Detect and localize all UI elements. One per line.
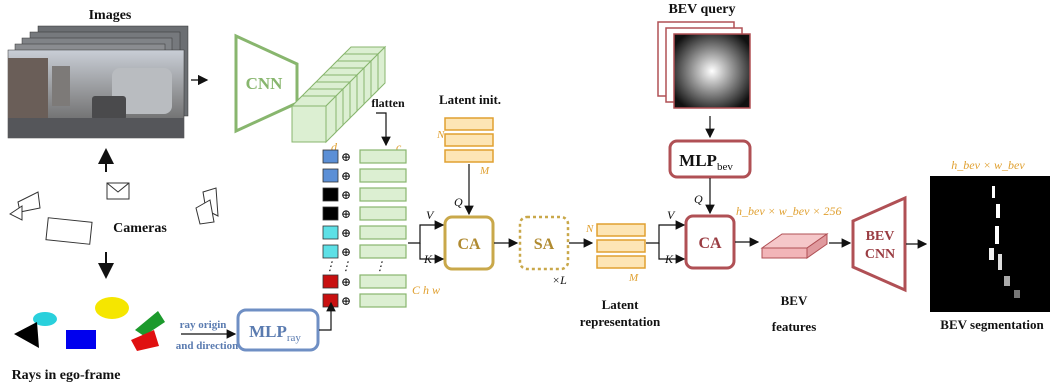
ray-token xyxy=(322,168,339,183)
token-row: ⊕ xyxy=(322,149,407,164)
mlp-bev-main: MLP xyxy=(679,151,717,170)
ray-token xyxy=(322,274,339,289)
sa-label: SA xyxy=(534,236,555,253)
mlp-bev-sub: bev xyxy=(717,161,733,173)
token-row: ⊕ xyxy=(322,187,407,202)
feature-maps xyxy=(290,45,387,144)
ca1-Q: Q xyxy=(454,195,463,209)
svg-text:MLPbev: MLPbev xyxy=(679,151,733,173)
ca2-K: K xyxy=(664,252,674,266)
bev-cnn-label-2: CNN xyxy=(865,247,895,262)
feature-token xyxy=(359,244,407,259)
ca2-Q: Q xyxy=(694,192,703,206)
token-row: ⊕ xyxy=(322,206,407,221)
latent-rep-title-1: Latent xyxy=(602,297,640,312)
oplus-symbol: ⊕ xyxy=(341,294,351,308)
bev-cnn-block: BEV CNN xyxy=(851,195,907,293)
bev-seg-dim-label: h_bev × w_bev xyxy=(951,158,1025,172)
feature-token xyxy=(359,149,407,164)
ca1-V: V xyxy=(426,208,435,222)
oplus-symbol: ⊕ xyxy=(341,245,351,259)
ca1-K: K xyxy=(423,252,433,266)
token-row: ⊕ xyxy=(322,244,407,259)
latent-init-N: N xyxy=(436,129,445,141)
cross-attention-1: CA xyxy=(443,215,495,271)
cnn-label: CNN xyxy=(246,74,284,93)
mlp-bev-block: MLPbev xyxy=(668,139,752,179)
svg-text:MLPray: MLPray xyxy=(249,322,301,344)
repeat-L: ×L xyxy=(552,273,567,287)
latent-init-title: Latent init. xyxy=(439,92,501,107)
oplus-symbol: ⊕ xyxy=(341,275,351,289)
feature-token xyxy=(359,187,407,202)
camera-images-stack xyxy=(7,25,189,139)
bev-query-title: BEV query xyxy=(668,2,735,17)
ray-token xyxy=(322,244,339,259)
bev-features-title-1: BEV xyxy=(781,293,808,308)
ray-token xyxy=(322,225,339,240)
bev-feature-slab xyxy=(760,233,829,259)
token-column: ⊕ ⊕ ⊕ ⊕ ⊕ ⊕ ⊕ ⊕ xyxy=(322,149,407,308)
oplus-symbol: ⊕ xyxy=(341,169,351,183)
ray-direction-label: and direction xyxy=(176,340,238,352)
ca2-label: CA xyxy=(698,235,722,252)
oplus-symbol: ⊕ xyxy=(341,226,351,240)
cross-attention-2: CA xyxy=(684,214,736,270)
bev-features-dim-label: h_bev × w_bev × 256 xyxy=(736,204,842,218)
c-label: c xyxy=(396,140,402,154)
token-row: ⊕ xyxy=(322,225,407,240)
ray-token xyxy=(322,206,339,221)
cameras-title: Cameras xyxy=(113,221,167,236)
oplus-symbol: ⊕ xyxy=(341,207,351,221)
flatten-label: flatten xyxy=(371,96,405,110)
feature-token xyxy=(359,225,407,240)
bev-segmentation-map xyxy=(930,176,1050,312)
token-row: ⊕ xyxy=(322,168,407,183)
ray-token xyxy=(322,149,339,164)
camera-rig xyxy=(9,182,219,245)
mlp-ray-sub: ray xyxy=(287,332,302,344)
latent-rep-title-2: representation xyxy=(580,314,661,329)
images-title: Images xyxy=(89,8,132,23)
mlp-ray-block: MLPray xyxy=(236,308,320,352)
dots-left: ⋮ xyxy=(324,259,336,273)
latent-representation-stack xyxy=(596,223,646,269)
rays-title: Rays in ego-frame xyxy=(12,368,121,383)
ca1-label: CA xyxy=(457,236,481,253)
dots-right: ⋮ xyxy=(374,259,386,273)
ray-token xyxy=(322,187,339,202)
ray-origin-label: ray origin xyxy=(180,319,227,331)
token-row: ⊕ xyxy=(322,274,407,289)
bev-query-stack xyxy=(657,21,751,109)
oplus-symbol: ⊕ xyxy=(341,150,351,164)
latent-rep-N: N xyxy=(585,223,594,235)
mlp-ray-main: MLP xyxy=(249,322,287,341)
chw-label: C h w xyxy=(412,283,440,297)
dots-mid: ⋮ xyxy=(340,259,352,273)
cnn-block: CNN xyxy=(234,33,299,134)
latent-rep-M: M xyxy=(628,272,639,284)
bev-cnn-label-1: BEV xyxy=(866,229,895,244)
token-row: ⊕ xyxy=(322,293,407,308)
latent-init-M: M xyxy=(479,165,490,177)
feature-token xyxy=(359,293,407,308)
rays-blobs xyxy=(14,297,165,351)
self-attention: SA xyxy=(518,215,570,271)
oplus-symbol: ⊕ xyxy=(341,188,351,202)
latent-init-stack xyxy=(444,117,494,163)
bev-features-title-2: features xyxy=(772,319,817,334)
feature-token xyxy=(359,206,407,221)
feature-token xyxy=(359,168,407,183)
ca2-V: V xyxy=(667,208,676,222)
bev-seg-title: BEV segmentation xyxy=(940,317,1044,332)
feature-map-cuboid xyxy=(290,94,338,144)
feature-token xyxy=(359,274,407,289)
d-label: d xyxy=(331,140,338,154)
